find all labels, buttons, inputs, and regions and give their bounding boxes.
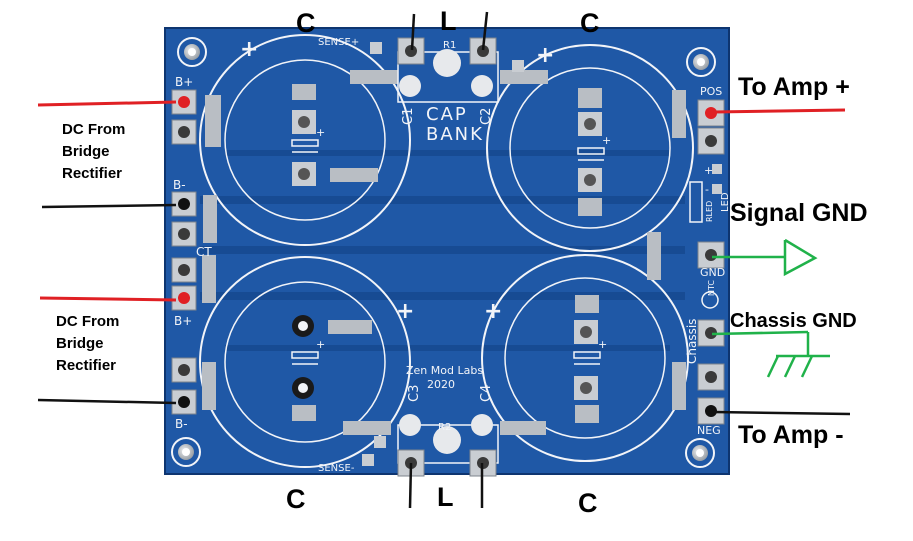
label-dc-from-rectifier-top: DC From Bridge Rectifier <box>62 121 126 182</box>
polarity-symbol-c4 <box>573 351 601 365</box>
capacitor-footprint-c2 <box>486 44 694 252</box>
silk-plus-c1-lead: + <box>316 126 325 139</box>
label-c-top-right: C <box>580 8 600 38</box>
silk-led: LED <box>720 192 731 212</box>
silk-rled: RLED <box>705 201 714 222</box>
silk-c1: C1 <box>401 108 416 125</box>
mounting-hole-top-left <box>177 37 207 67</box>
polarity-symbol-c3 <box>291 351 319 365</box>
wire-l-top-left <box>410 13 416 51</box>
silk-plus-c3-lead: + <box>316 338 325 351</box>
label-c-bottom-right: C <box>578 488 598 518</box>
via-arrays <box>202 70 686 435</box>
silk-brand-line2: 2020 <box>427 378 455 391</box>
chassis-ground-symbol <box>711 330 830 378</box>
terminal-pads-left <box>171 89 197 415</box>
mounting-hole-bottom-left <box>171 437 201 467</box>
silk-plus-led: + <box>704 164 713 177</box>
wire-to-amp-plus <box>713 108 846 114</box>
wire-l-bottom-left <box>408 462 413 509</box>
silk-ct: CT <box>196 245 212 259</box>
silk-c2: C2 <box>479 108 494 125</box>
copper-trace <box>200 246 685 254</box>
silk-ntc: NTC <box>707 280 716 296</box>
label-dc-from-rectifier-bottom: DC From Bridge Rectifier <box>56 313 120 374</box>
capacitor-footprint-c4 <box>481 254 689 462</box>
label-to-amp-minus: To Amp - <box>738 421 844 449</box>
mounting-hole-top-right <box>686 47 716 77</box>
label-c-top-left: C <box>296 8 316 38</box>
label-l-top: L <box>440 6 457 36</box>
label-to-amp-plus: To Amp + <box>738 73 850 101</box>
wire-l-top-right <box>481 11 489 51</box>
polarity-symbol-c1 <box>291 139 319 153</box>
polarity-symbol-c2 <box>577 147 605 161</box>
silk-c4: C4 <box>479 385 494 402</box>
silk-plus-c4-lead: + <box>598 338 607 351</box>
silk-b-minus-top: B- <box>173 178 186 192</box>
silk-bank: BANK <box>426 124 484 145</box>
silk-pos: POS <box>700 85 722 98</box>
copper-trace <box>200 196 685 204</box>
terminal-pads-right <box>697 99 725 425</box>
silk-b-plus-bottom: B+ <box>174 314 192 328</box>
copper-trace <box>225 345 670 351</box>
signal-ground-symbol <box>712 238 818 277</box>
silk-b-minus-bottom: B- <box>175 417 188 431</box>
wire-dc-top-positive <box>37 100 177 107</box>
label-l-bottom: L <box>437 482 454 512</box>
silk-chassis: Chassis <box>685 319 699 364</box>
silk-sense-minus: SENSE- <box>318 463 355 474</box>
silk-brand-line1: Zen Mod Labs <box>406 364 483 377</box>
silk-minus-led: - <box>705 183 709 196</box>
capacitor-pads <box>292 110 602 400</box>
label-chassis-gnd: Chassis GND <box>730 310 857 332</box>
wire-dc-top-negative <box>41 203 177 209</box>
wire-dc-bottom-positive <box>39 296 177 302</box>
silk-gnd: GND <box>700 266 725 279</box>
label-signal-gnd: Signal GND <box>730 199 868 227</box>
capacitor-footprint-c1 <box>199 34 411 246</box>
silk-neg: NEG <box>697 424 721 437</box>
silk-plus-c1: + <box>240 37 258 62</box>
silk-sense-plus: SENSE+ <box>318 37 359 48</box>
silk-plus-c2: + <box>536 43 554 68</box>
wire-to-amp-minus <box>713 410 851 416</box>
sense-pads <box>362 42 524 466</box>
wire-dc-bottom-negative <box>37 398 177 405</box>
silk-r1: R1 <box>443 40 456 51</box>
label-c-bottom-left: C <box>286 484 306 514</box>
silk-r2: R2 <box>438 422 451 433</box>
silk-plus-c3: + <box>396 299 414 324</box>
silk-b-plus-top: B+ <box>175 75 193 89</box>
capacitor-footprint-c3 <box>199 256 411 468</box>
resistor-r2 <box>397 414 499 464</box>
silk-c3: C3 <box>407 385 422 402</box>
copper-trace <box>200 292 685 300</box>
silk-plus-c4: + <box>484 299 502 324</box>
mounting-hole-bottom-right <box>685 438 715 468</box>
silk-plus-c2-lead: + <box>602 134 611 147</box>
silk-cap: CAP <box>426 104 468 125</box>
led-footprint <box>689 164 722 309</box>
copper-trace <box>225 150 670 156</box>
terminal-l-top-left <box>397 37 425 65</box>
resistor-r1 <box>397 49 499 103</box>
